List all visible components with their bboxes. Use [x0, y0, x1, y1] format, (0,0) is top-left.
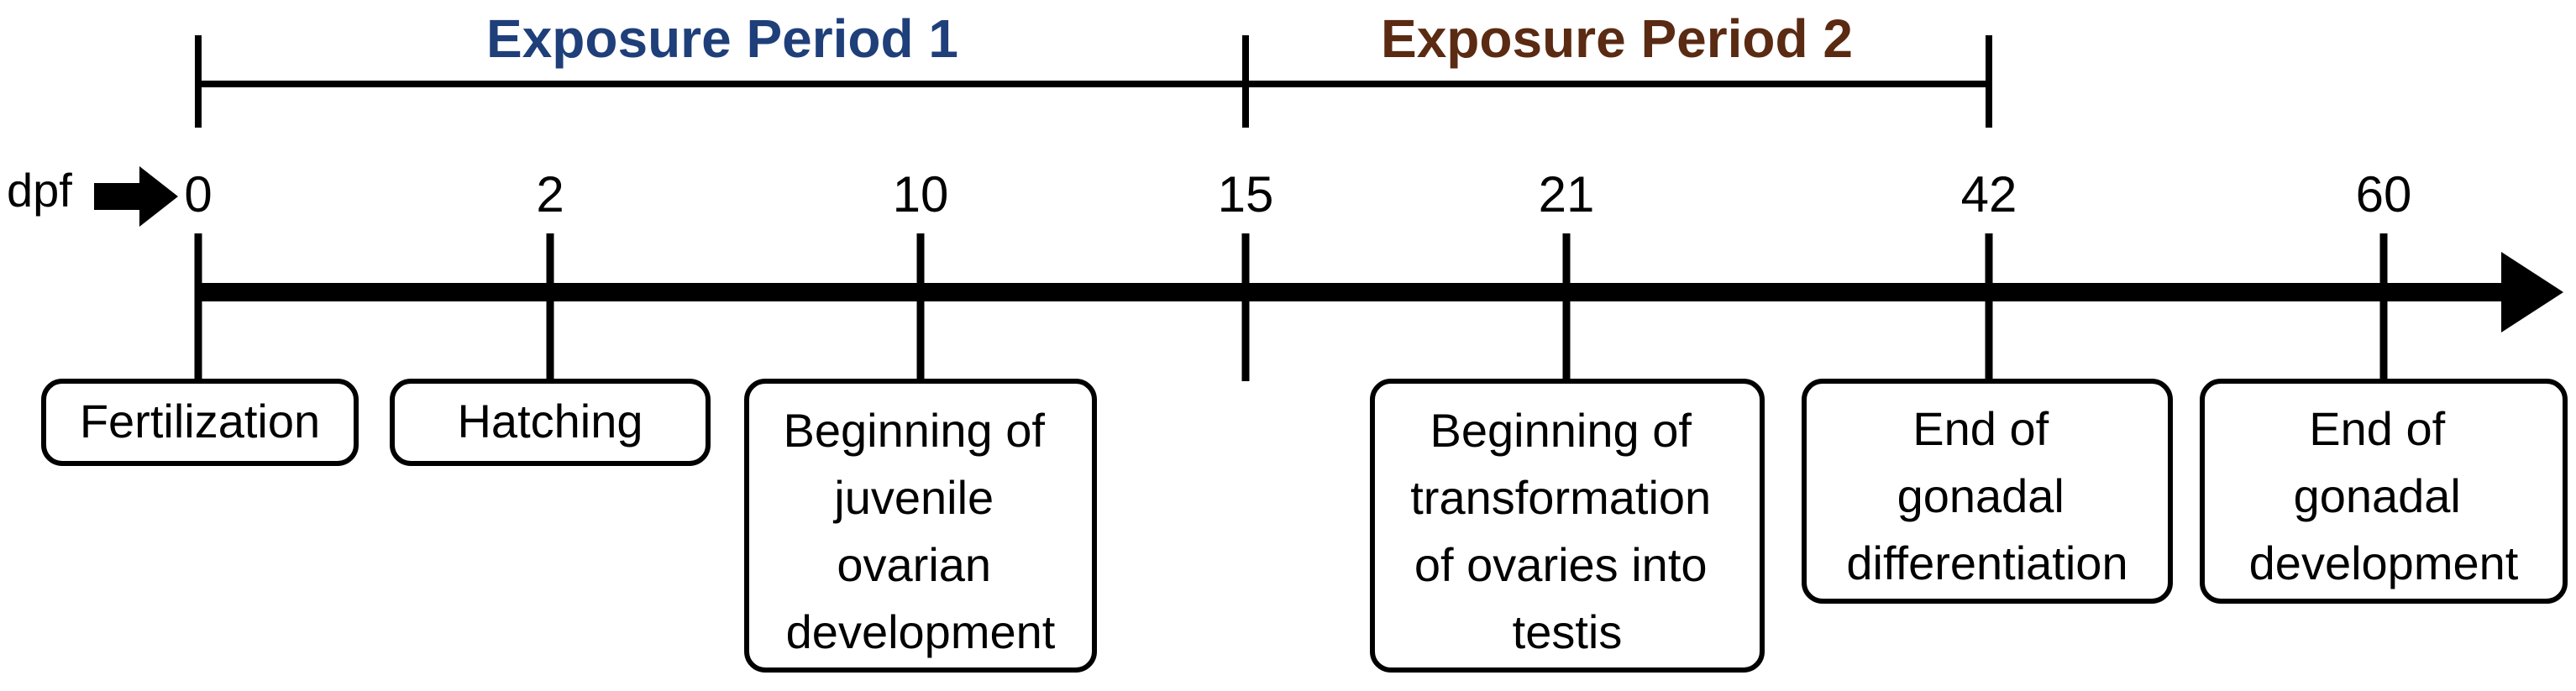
- tick-label: 2: [536, 166, 564, 222]
- event-text-line: Beginning of: [1430, 404, 1692, 457]
- event-text-line: Fertilization: [80, 395, 320, 448]
- svg-text:Fertilization: Fertilization: [80, 395, 320, 448]
- event-text-line: differentiation: [1846, 537, 2127, 589]
- tick-label: 10: [893, 166, 949, 222]
- svg-text:End of gonadal dif: End of gonadal differentiation: [1846, 402, 2127, 589]
- event-text-line: Beginning of: [784, 404, 1046, 457]
- exposure-period-1-label: Exposure Period 1: [486, 8, 958, 69]
- tick-label: 60: [2356, 166, 2412, 222]
- event-text-line: gonadal: [2294, 469, 2461, 522]
- event-text-line: End of: [2309, 402, 2445, 455]
- dpf-arrow-icon: [94, 166, 178, 227]
- event-box-end-of-gonadal-development: End of gonadal development: [2200, 379, 2568, 604]
- event-text-line: Hatching: [457, 395, 643, 448]
- event-text-line: development: [786, 605, 1056, 658]
- tick-labels: 0 2 10 15 21 42 60: [184, 166, 2411, 222]
- exposure-period-2-label: Exposure Period 2: [1381, 8, 1853, 69]
- event-text-line: of ovaries into: [1414, 538, 1708, 591]
- svg-text:Beginning of juvenile: Beginning of juvenile ovarian developmen…: [784, 404, 1058, 658]
- axis-ticks: [194, 233, 2388, 381]
- svg-text:Beginning of transformat: Beginning of transformation of ovaries i…: [1410, 404, 1724, 658]
- event-box-juvenile-ovarian-development: Beginning of juvenile ovarian developmen…: [744, 379, 1097, 673]
- event-text-line: ovarian: [837, 538, 991, 591]
- event-box-fertilization: Fertilization: [41, 379, 359, 466]
- event-text-line: testis: [1513, 605, 1623, 658]
- event-box-transformation-to-testis: Beginning of transformation of ovaries i…: [1370, 379, 1765, 673]
- tick-label: 15: [1218, 166, 1274, 222]
- event-box-end-of-gonadal-differentiation: End of gonadal differentiation: [1802, 379, 2173, 604]
- tick-label: 42: [1961, 166, 2017, 222]
- event-text-line: End of: [1912, 402, 2049, 455]
- svg-text:Hatching: Hatching: [457, 395, 643, 448]
- tick-label: 0: [184, 166, 212, 222]
- axis-arrowhead-icon: [2501, 252, 2563, 332]
- svg-text:End of gonadal dev: End of gonadal development: [2249, 402, 2519, 589]
- event-box-hatching: Hatching: [390, 379, 711, 466]
- event-text-line: juvenile: [832, 471, 994, 524]
- axis-unit-label: dpf: [7, 164, 72, 217]
- event-text-line: development: [2249, 537, 2519, 589]
- event-text-line: gonadal: [1897, 469, 2064, 522]
- event-text-line: transformation: [1410, 471, 1711, 524]
- tick-label: 21: [1539, 166, 1595, 222]
- exposure-bracket: [195, 35, 1992, 128]
